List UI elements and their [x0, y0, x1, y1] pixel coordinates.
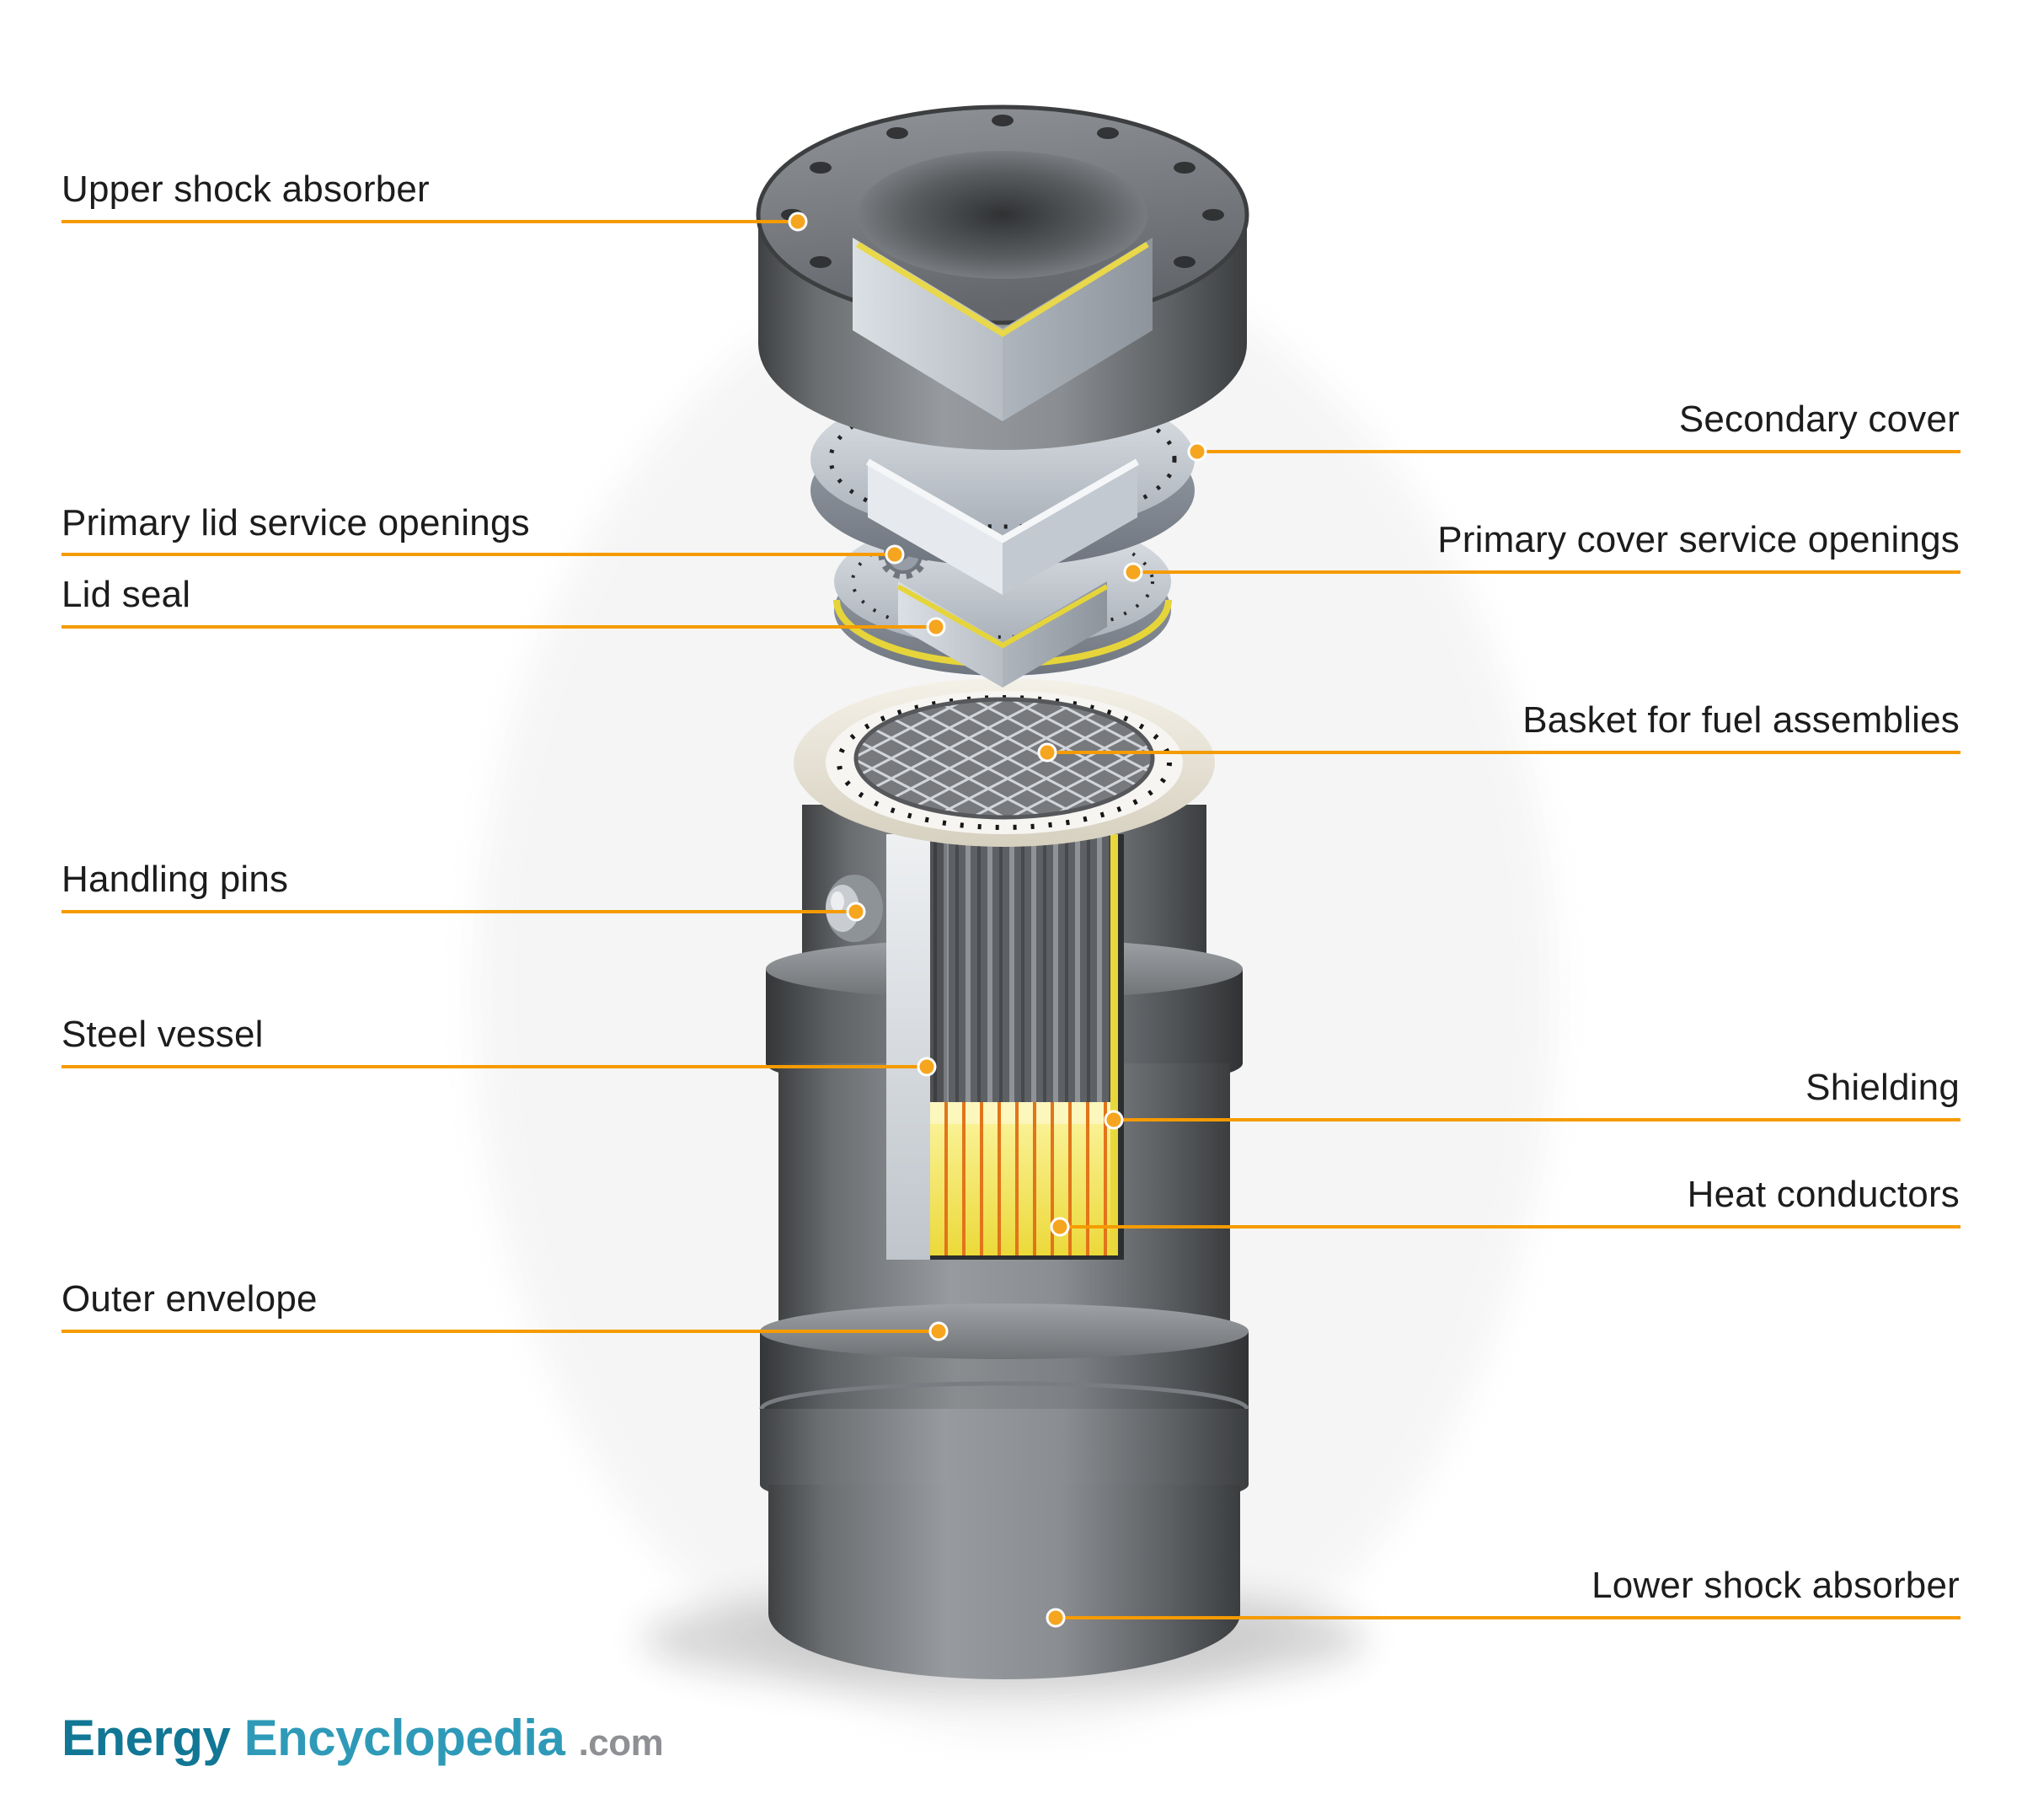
label-primary-cover-service-openings: Primary cover service openings — [1437, 519, 1960, 560]
lid-seal-dot — [926, 617, 946, 637]
basket-for-fuel-assemblies-dot — [1037, 742, 1057, 763]
label-heat-conductors: Heat conductors — [1687, 1174, 1960, 1215]
fuel-basket-tube-illustration — [930, 811, 1112, 1102]
label-basket-for-fuel-assemblies: Basket for fuel assemblies — [1522, 699, 1960, 741]
lower-shock-absorber-dot — [1046, 1608, 1066, 1628]
energy-encyclopedia-logo: Energy Encyclopedia .com — [62, 1709, 664, 1767]
heat-conductors-illustration — [930, 1102, 1112, 1255]
label-primary-lid-service-openings: Primary lid service openings — [62, 502, 530, 543]
bolt-holes — [781, 115, 1224, 268]
outer-envelope-dot — [928, 1321, 949, 1341]
label-secondary-cover: Secondary cover — [1678, 399, 1960, 440]
logo-suffix-com: .com — [578, 1722, 664, 1764]
steel-vessel-illustration — [886, 834, 930, 1260]
logo-word-encyclopedia: Encyclopedia — [243, 1710, 565, 1766]
upper-shock-absorber-dot — [788, 211, 808, 232]
label-outer-envelope: Outer envelope — [62, 1278, 318, 1320]
label-shielding: Shielding — [1805, 1067, 1960, 1108]
leader-dots — [788, 211, 1207, 1628]
secondary-cover-dot — [1187, 442, 1207, 462]
cutaway-section — [886, 811, 1124, 1260]
primary-cover-service-openings-dot — [1123, 562, 1143, 582]
heat-conductors-dot — [1050, 1217, 1070, 1237]
label-handling-pins: Handling pins — [62, 859, 289, 900]
label-upper-shock-absorber: Upper shock absorber — [62, 169, 430, 210]
steel-vessel-dot — [917, 1057, 937, 1077]
upper-shock-absorber-illustration — [756, 104, 1249, 450]
label-lower-shock-absorber: Lower shock absorber — [1591, 1565, 1960, 1606]
fuel-basket-illustration — [853, 697, 1155, 820]
shielding-dot — [1104, 1110, 1124, 1130]
leader-lines — [62, 220, 1960, 1619]
label-steel-vessel: Steel vessel — [62, 1014, 264, 1055]
label-lid-seal: Lid seal — [62, 574, 191, 615]
primary-lid-service-openings-dot — [885, 544, 905, 565]
logo-word-energy: Energy — [62, 1710, 231, 1766]
handling-pins-dot — [846, 902, 866, 922]
